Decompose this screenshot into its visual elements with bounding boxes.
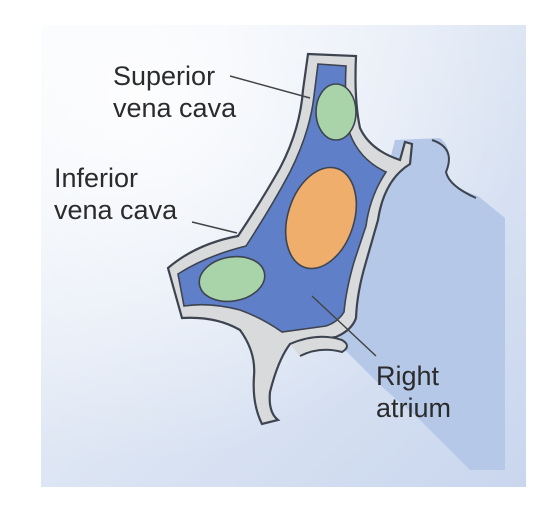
label-inferior-line-1: Inferior <box>54 163 138 193</box>
leader-inferior-vena-cava <box>191 221 238 234</box>
label-right-atrium-line-2: atrium <box>376 393 451 423</box>
vessel-lip <box>289 335 348 357</box>
superior-vena-cava-section <box>315 83 357 141</box>
right-notch-wall <box>431 139 477 199</box>
label-right-atrium: Right atrium <box>376 361 451 423</box>
label-inferior-line-2: vena cava <box>54 195 178 225</box>
atrial-wall-region <box>338 138 505 470</box>
right-atrium-section <box>284 166 358 270</box>
label-inferior-vena-cava: Inferior vena cava <box>54 163 178 225</box>
leader-superior-vena-cava <box>229 75 311 99</box>
label-superior-line-2: vena cava <box>113 93 237 123</box>
label-superior-line-1: Superior <box>113 61 215 91</box>
leader-right-atrium <box>311 295 377 357</box>
inferior-vena-cava-section <box>198 255 266 303</box>
label-right-atrium-line-1: Right <box>376 361 440 391</box>
label-superior-vena-cava: Superior vena cava <box>113 61 237 123</box>
